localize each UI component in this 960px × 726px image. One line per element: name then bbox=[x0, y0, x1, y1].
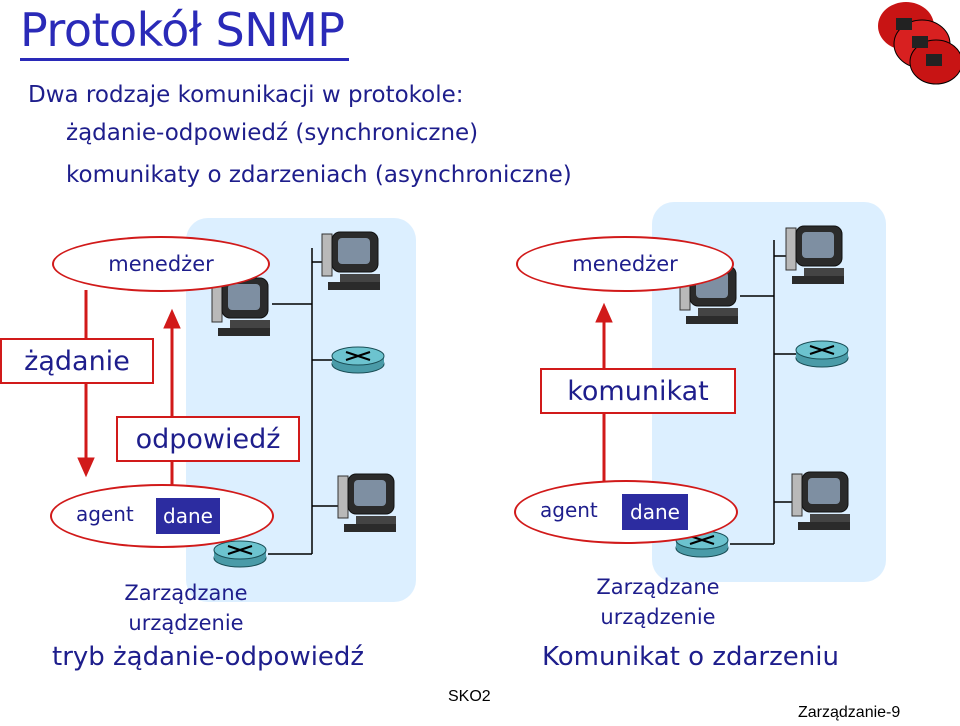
right-manager-label: menedżer bbox=[572, 252, 678, 276]
left-mode-label: tryb żądanie-odpowiedź bbox=[52, 642, 365, 672]
response-label: odpowiedź bbox=[135, 423, 281, 455]
message-box: komunikat bbox=[540, 368, 736, 414]
response-box: odpowiedź bbox=[116, 416, 300, 462]
left-manager-label: menedżer bbox=[108, 252, 214, 276]
left-device-line2: urządzenie bbox=[128, 611, 244, 635]
bullet-sync: żądanie-odpowiedź (synchroniczne) bbox=[66, 120, 479, 146]
intro-text: Dwa rodzaje komunikacji w protokole: bbox=[28, 82, 464, 108]
right-data-box: dane bbox=[622, 494, 688, 530]
left-agent-label: agent bbox=[76, 502, 134, 526]
footer-right: Zarządzanie-9 bbox=[798, 704, 901, 721]
left-data-label: dane bbox=[163, 504, 213, 528]
bullet-async: komunikaty o zdarzeniach (asynchroniczne… bbox=[66, 162, 572, 188]
right-device-line1: Zarządzane bbox=[596, 575, 720, 599]
message-label: komunikat bbox=[567, 375, 709, 407]
right-mode-label: Komunikat o zdarzeniu bbox=[542, 642, 839, 672]
right-device-caption: Zarządzane urządzenie bbox=[572, 572, 744, 632]
right-device-line2: urządzenie bbox=[600, 605, 716, 629]
left-agent-ellipse bbox=[50, 484, 274, 548]
left-device-caption: Zarządzane urządzenie bbox=[100, 578, 272, 638]
right-manager-ellipse: menedżer bbox=[516, 236, 734, 292]
slide-title: Protokół SNMP bbox=[20, 2, 349, 61]
left-manager-ellipse: menedżer bbox=[52, 236, 270, 292]
request-box: żądanie bbox=[0, 338, 154, 384]
request-label: żądanie bbox=[24, 345, 130, 377]
footer-center: SKO2 bbox=[448, 688, 491, 705]
right-data-label: dane bbox=[630, 500, 680, 524]
left-device-line1: Zarządzane bbox=[124, 581, 248, 605]
right-agent-label: agent bbox=[540, 498, 598, 522]
left-data-box: dane bbox=[156, 498, 220, 534]
